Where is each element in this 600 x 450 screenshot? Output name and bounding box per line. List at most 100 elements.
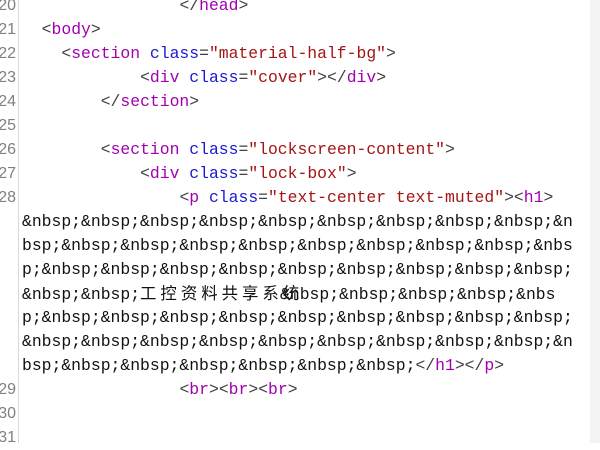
token-attribute-value: "lock-box" — [248, 164, 347, 183]
token-bracket: > — [90, 20, 101, 39]
code-text: p;&nbsp;&nbsp;&nbsp;&nbsp;&nbsp;&nbsp;&n… — [22, 258, 573, 282]
code-text: <br><br><br> — [179, 378, 297, 402]
code-line[interactable]: bsp;&nbsp;&nbsp;&nbsp;&nbsp;&nbsp;&nbsp;… — [0, 354, 590, 378]
token-bracket: </ — [464, 356, 485, 375]
code-line[interactable]: 22 <section class="material-half-bg"> — [0, 42, 590, 66]
token-bracket: > — [208, 380, 219, 399]
token-bracket: > — [543, 188, 554, 207]
token-bracket: </ — [179, 0, 200, 15]
token-tag-name: div — [149, 164, 180, 183]
line-number: 26 — [0, 141, 16, 158]
token-equals: = — [238, 140, 249, 159]
token-text: p;&nbsp;&nbsp;&nbsp;&nbsp;&nbsp;&nbsp;&n… — [22, 260, 573, 279]
token-bracket: < — [61, 44, 72, 63]
line-number: 24 — [0, 93, 16, 110]
token-bracket: < — [179, 380, 190, 399]
token-tag-name: br — [228, 380, 249, 399]
token-tag-name: head — [199, 0, 239, 15]
token-bracket: < — [179, 188, 190, 207]
token-bracket: > — [445, 140, 455, 159]
token-bracket: > — [376, 68, 387, 87]
code-line[interactable]: &nbsp;&nbsp;&nbsp;&nbsp;&nbsp;&nbsp;&nbs… — [0, 330, 590, 354]
code-line[interactable]: 29 <br><br><br> — [0, 378, 590, 402]
token-equals: = — [238, 164, 249, 183]
token-tag-name: section — [71, 44, 141, 63]
code-line[interactable]: &nbsp;&nbsp;&nbsp;&nbsp;&nbsp;&nbsp;&nbs… — [0, 210, 590, 234]
code-text: <section class="lockscreen-content"> — [101, 138, 455, 162]
token-tag-name: p — [484, 356, 495, 375]
code-line[interactable]: 23<div class="cover"></div> — [0, 66, 590, 90]
token-bracket: < — [41, 20, 52, 39]
line-number: 28 — [0, 189, 16, 206]
code-text: <p class="text-center text-muted"><h1> — [179, 186, 553, 210]
line-number: 29 — [0, 381, 16, 398]
line-number: 23 — [0, 69, 16, 86]
token-text: &nbsp;&nbsp; — [22, 285, 141, 304]
token-bracket: > — [287, 380, 298, 399]
token-text: &nbsp;&nbsp;&nbsp;&nbsp;&nbsp;&nbsp;&nbs… — [22, 332, 573, 351]
token-text: &nbsp;&nbsp;&nbsp;&nbsp;&nbsp;&nbsp;&nbs… — [22, 212, 573, 231]
line-number: 22 — [0, 45, 16, 62]
line-number: 27 — [0, 165, 16, 182]
token-bracket: ></ — [317, 68, 347, 87]
code-line[interactable]: 30 — [0, 402, 590, 426]
code-text: <div class="lock-box"> — [140, 162, 356, 186]
token-equals: = — [238, 68, 249, 87]
code-text: &nbsp;&nbsp;工控资料共享系统&nbsp;&nbsp;&nbsp;&n… — [22, 282, 555, 307]
code-line[interactable]: p;&nbsp;&nbsp;&nbsp;&nbsp;&nbsp;&nbsp;&n… — [0, 306, 590, 330]
code-text: bsp;&nbsp;&nbsp;&nbsp;&nbsp;&nbsp;&nbsp;… — [22, 234, 573, 258]
code-text: <div class="cover"></div> — [140, 66, 386, 90]
code-text: <section class="material-half-bg"> — [61, 42, 395, 66]
line-number: 20 — [0, 0, 16, 14]
code-line[interactable]: 20 </head> — [0, 0, 590, 18]
token-equals: = — [199, 44, 209, 63]
token-bracket: > — [189, 92, 200, 111]
token-bracket: > — [238, 0, 249, 15]
token-text — [199, 188, 209, 207]
token-bracket: < — [218, 380, 229, 399]
code-line[interactable]: 27 <div class="lock-box"> — [0, 162, 590, 186]
token-bracket: < — [140, 164, 150, 183]
token-tag-name: section — [120, 92, 190, 111]
code-line[interactable]: &nbsp;&nbsp;工控资料共享系统&nbsp;&nbsp;&nbsp;&n… — [0, 282, 590, 306]
token-bracket: > — [454, 356, 465, 375]
token-text — [140, 44, 150, 63]
token-bracket: > — [504, 188, 514, 207]
token-tag-name: div — [149, 68, 180, 87]
token-bracket: < — [140, 68, 150, 87]
token-bracket: > — [346, 164, 357, 183]
code-text: p;&nbsp;&nbsp;&nbsp;&nbsp;&nbsp;&nbsp;&n… — [22, 306, 573, 330]
token-attribute-name: class — [189, 140, 239, 159]
token-attribute-name: class — [189, 164, 239, 183]
token-tag-name: br — [189, 380, 209, 399]
line-number: 21 — [0, 21, 16, 38]
line-number-gutter — [0, 0, 19, 443]
code-line[interactable]: 25 — [0, 114, 590, 138]
line-number: 25 — [0, 117, 16, 134]
token-bracket: > — [386, 44, 396, 63]
token-text: bsp;&nbsp;&nbsp;&nbsp;&nbsp;&nbsp;&nbsp;… — [22, 236, 573, 255]
token-tag-name: br — [268, 380, 288, 399]
code-line[interactable]: 31 — [0, 426, 590, 450]
code-line[interactable]: 26 <section class="lockscreen-content"> — [0, 138, 590, 162]
token-text — [179, 140, 189, 159]
token-bracket: < — [100, 140, 111, 159]
token-attribute-value: "text-center text-muted" — [268, 188, 505, 207]
code-text: </section> — [101, 90, 199, 114]
code-line[interactable]: 21 <body> — [0, 18, 590, 42]
token-text: p;&nbsp;&nbsp;&nbsp;&nbsp;&nbsp;&nbsp;&n… — [22, 308, 573, 327]
token-bracket: < — [513, 188, 524, 207]
token-tag-name: div — [346, 68, 377, 87]
token-attribute-value: "material-half-bg" — [208, 44, 386, 63]
code-line[interactable]: p;&nbsp;&nbsp;&nbsp;&nbsp;&nbsp;&nbsp;&n… — [0, 258, 590, 282]
code-line[interactable]: 24 </section> — [0, 90, 590, 114]
token-tag-name: h1 — [523, 188, 544, 207]
code-text: <body> — [42, 18, 101, 42]
token-title-text: 工控资料共享系统 — [140, 284, 304, 303]
token-tag-name: section — [110, 140, 180, 159]
code-line[interactable]: 28 <p class="text-center text-muted"><h1> — [0, 186, 590, 210]
token-attribute-name: class — [189, 68, 239, 87]
vertical-scrollbar[interactable] — [590, 0, 600, 443]
code-line[interactable]: bsp;&nbsp;&nbsp;&nbsp;&nbsp;&nbsp;&nbsp;… — [0, 234, 590, 258]
token-equals: = — [258, 188, 268, 207]
